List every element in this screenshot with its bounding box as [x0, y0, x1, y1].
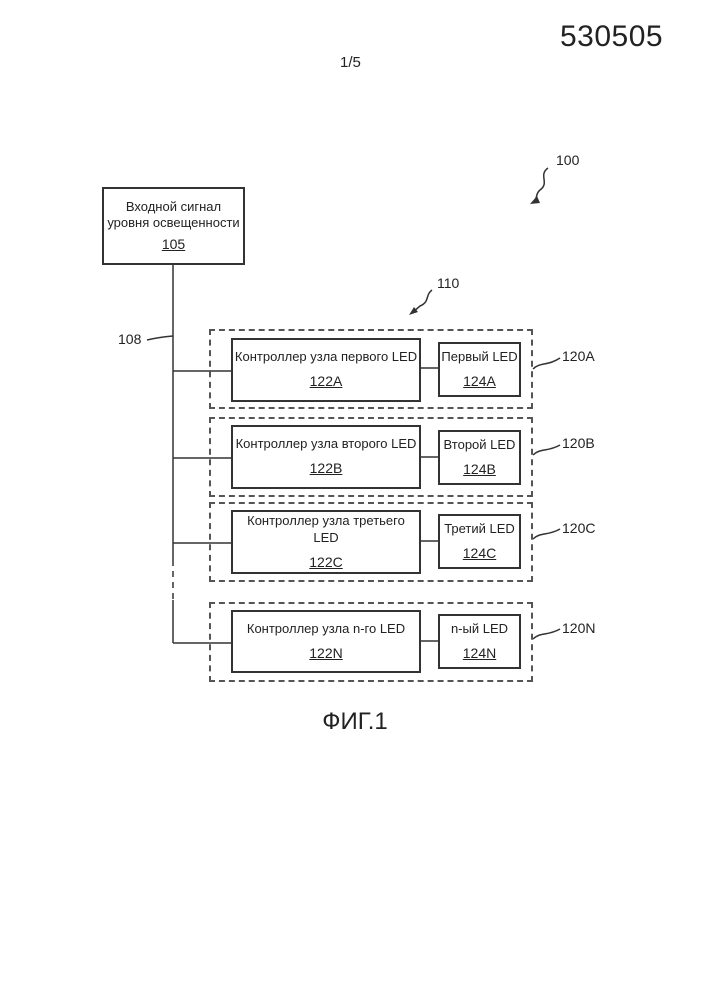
led-label-c: Третий LED [444, 521, 515, 538]
controller-ref-a: 122A [310, 372, 343, 390]
arrowhead-100 [530, 196, 540, 204]
led-ref-c: 124C [463, 544, 496, 562]
led-box-b: Второй LED 124B [438, 430, 521, 485]
node-ref-c: 120C [562, 520, 595, 536]
node-ref-a: 120A [562, 348, 595, 364]
input-signal-box: Входной сигнал уровня освещенности 105 [102, 187, 245, 265]
node-ref-n: 120N [562, 620, 595, 636]
led-ref-a: 124A [463, 372, 496, 390]
controller-label-b: Контроллер узла второго LED [236, 436, 417, 453]
led-box-n: n-ый LED 124N [438, 614, 521, 669]
leader-120c [533, 529, 560, 539]
controller-label-c: Контроллер узла третьего LED [233, 513, 419, 547]
controller-box-b: Контроллер узла второго LED 122B [231, 425, 421, 489]
leader-120b [533, 445, 560, 455]
led-label-a: Первый LED [441, 349, 517, 366]
controller-label-n: Контроллер узла n-го LED [247, 621, 405, 638]
controller-box-a: Контроллер узла первого LED 122A [231, 338, 421, 402]
input-signal-ref: 105 [162, 235, 185, 253]
leader-120n [533, 629, 560, 639]
leader-108 [147, 336, 173, 340]
leader-110 [413, 290, 432, 312]
controller-ref-c: 122C [309, 553, 342, 571]
controller-box-n: Контроллер узла n-го LED 122N [231, 610, 421, 673]
led-box-c: Третий LED 124C [438, 514, 521, 569]
leader-120a [533, 358, 560, 369]
ref-110-label: 110 [437, 275, 459, 291]
controller-ref-b: 122B [310, 459, 343, 477]
led-label-n: n-ый LED [451, 621, 508, 638]
input-signal-line1: Входной сигнал [126, 199, 221, 216]
figure-caption: ФИГ.1 [300, 708, 410, 736]
controller-box-c: Контроллер узла третьего LED 122C [231, 510, 421, 574]
ref-100-label: 100 [556, 152, 579, 168]
node-ref-b: 120B [562, 435, 595, 451]
ref-108-label: 108 [118, 331, 141, 347]
led-label-b: Второй LED [444, 437, 516, 454]
controller-ref-n: 122N [309, 644, 342, 662]
controller-label-a: Контроллер узла первого LED [235, 349, 417, 366]
led-box-a: Первый LED 124A [438, 342, 521, 397]
leader-100 [534, 168, 548, 201]
led-ref-n: 124N [463, 644, 496, 662]
input-signal-line2: уровня освещенности [107, 215, 239, 232]
led-ref-b: 124B [463, 460, 496, 478]
